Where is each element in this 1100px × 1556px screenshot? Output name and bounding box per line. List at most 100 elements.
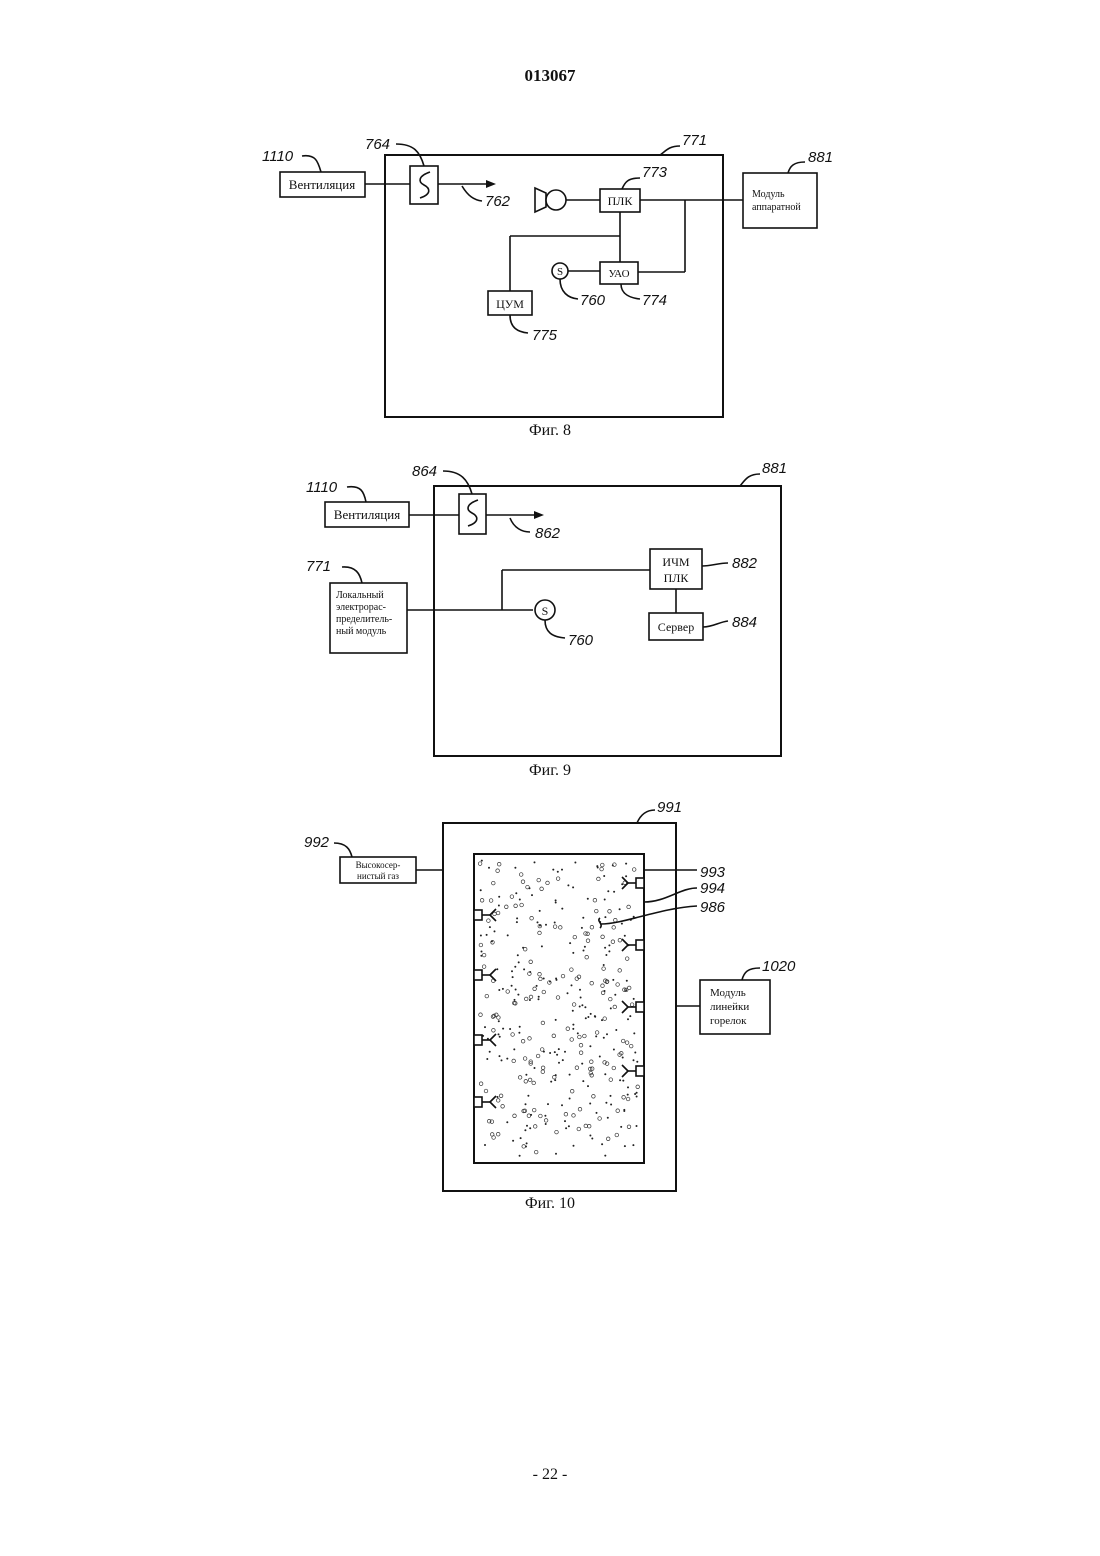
particle-dot — [591, 1138, 593, 1140]
particle-dot — [632, 1144, 634, 1146]
particle-dot — [534, 1067, 536, 1069]
particle-dot — [567, 992, 569, 994]
particle-dot — [633, 1059, 635, 1061]
particle-dot — [518, 1032, 520, 1034]
ref-991: 991 — [657, 799, 682, 816]
ref-775: 775 — [532, 327, 558, 344]
particle-dot — [572, 1028, 574, 1030]
particle-dot — [581, 1063, 583, 1065]
ref-884: 884 — [732, 614, 757, 631]
burner-module-label-3: горелок — [710, 1015, 747, 1027]
particle-dot — [511, 970, 513, 972]
particle-dot — [549, 1052, 551, 1054]
ref-992: 992 — [304, 834, 330, 851]
ref-771: 771 — [306, 558, 331, 575]
particle-dot — [526, 1142, 528, 1144]
particle-dot — [537, 921, 539, 923]
particle-dot — [547, 1103, 549, 1105]
particle-dot — [552, 869, 554, 871]
particle-dot — [619, 908, 621, 910]
particle-dot — [601, 1019, 603, 1021]
local-module-label-4: ный модуль — [336, 626, 387, 637]
particle-dot — [607, 1117, 609, 1119]
speaker-icon — [535, 188, 546, 212]
particle-dot — [572, 952, 574, 954]
burner-module-label-2: линейки — [710, 1001, 749, 1013]
ref-771: 771 — [682, 132, 707, 149]
particle-dot — [519, 899, 521, 901]
particle-dot — [581, 927, 583, 929]
ref-881: 881 — [808, 149, 833, 166]
particle-dot — [484, 1144, 486, 1146]
local-module-label-1: Локальный — [336, 590, 384, 601]
particle-dot — [488, 867, 490, 869]
particle-dot — [486, 934, 488, 936]
particle-dot — [502, 988, 504, 990]
particle-dot — [538, 998, 540, 1000]
particle-dot — [529, 999, 531, 1001]
cum-label: ЦУМ — [496, 297, 524, 311]
particle-dot — [498, 1020, 500, 1022]
particle-dot — [619, 1079, 621, 1081]
particle-dot — [604, 1073, 606, 1075]
particle-dot — [555, 1019, 557, 1021]
particle-dot — [531, 894, 533, 896]
particle-dot — [557, 871, 559, 873]
ref-1020: 1020 — [762, 958, 796, 975]
ref-1110: 1110 — [306, 479, 338, 496]
ref-1110: 1110 — [262, 148, 294, 165]
particle-dot — [491, 940, 493, 942]
particle-dot — [543, 978, 545, 980]
particle-dot — [622, 1080, 624, 1082]
particle-dot — [596, 1112, 598, 1114]
speaker-cone-icon — [546, 190, 566, 210]
particle-dot — [515, 892, 517, 894]
particle-dot — [525, 1103, 527, 1105]
ref-864: 864 — [412, 463, 437, 480]
particle-dot — [608, 950, 610, 952]
hardware-module-label-2: аппаратной — [752, 202, 801, 213]
particle-dot — [519, 1155, 521, 1157]
particle-dot — [634, 1052, 636, 1054]
particle-dot — [569, 942, 571, 944]
particle-dot — [610, 1104, 612, 1106]
particle-dot — [526, 1125, 528, 1127]
particle-dot — [596, 865, 598, 867]
particle-dot — [607, 890, 609, 892]
particle-dot — [604, 947, 606, 949]
particle-dot — [603, 875, 605, 877]
particle-dot — [489, 1051, 491, 1053]
particle-dot — [516, 921, 518, 923]
particle-dot — [580, 997, 582, 999]
particle-dot — [498, 989, 500, 991]
particle-dot — [506, 1121, 508, 1123]
particle-dot — [555, 899, 557, 901]
figure-10-diagram: 991 Высокосер- нистый газ 992 993 994 98… — [0, 795, 1100, 1195]
particle-dot — [484, 1026, 486, 1028]
particle-dot — [539, 910, 541, 912]
particle-dot — [589, 1045, 591, 1047]
particle-dot — [481, 951, 483, 953]
particle-dot — [587, 898, 589, 900]
particle-dot — [569, 1098, 571, 1100]
particle-dot — [582, 1080, 584, 1082]
particle-dot — [633, 998, 635, 1000]
particle-dot — [605, 1102, 607, 1104]
particle-dot — [585, 1017, 587, 1019]
particle-dot — [507, 934, 509, 936]
particle-dot — [636, 1125, 638, 1127]
particle-dot — [636, 1061, 638, 1063]
particle-dot — [610, 1095, 612, 1097]
particle-dot — [530, 1114, 532, 1116]
particle-dot — [584, 1006, 586, 1008]
particle-dot — [636, 1096, 638, 1098]
particle-dot — [623, 1110, 625, 1112]
particle-dot — [480, 889, 482, 891]
particle-dot — [579, 989, 581, 991]
leader-881 — [788, 162, 805, 173]
particle-dot — [572, 1010, 574, 1012]
particle-dot — [554, 1051, 556, 1053]
ref-773: 773 — [642, 164, 668, 181]
particle-dot — [601, 1143, 603, 1145]
particle-dot — [509, 1028, 511, 1030]
